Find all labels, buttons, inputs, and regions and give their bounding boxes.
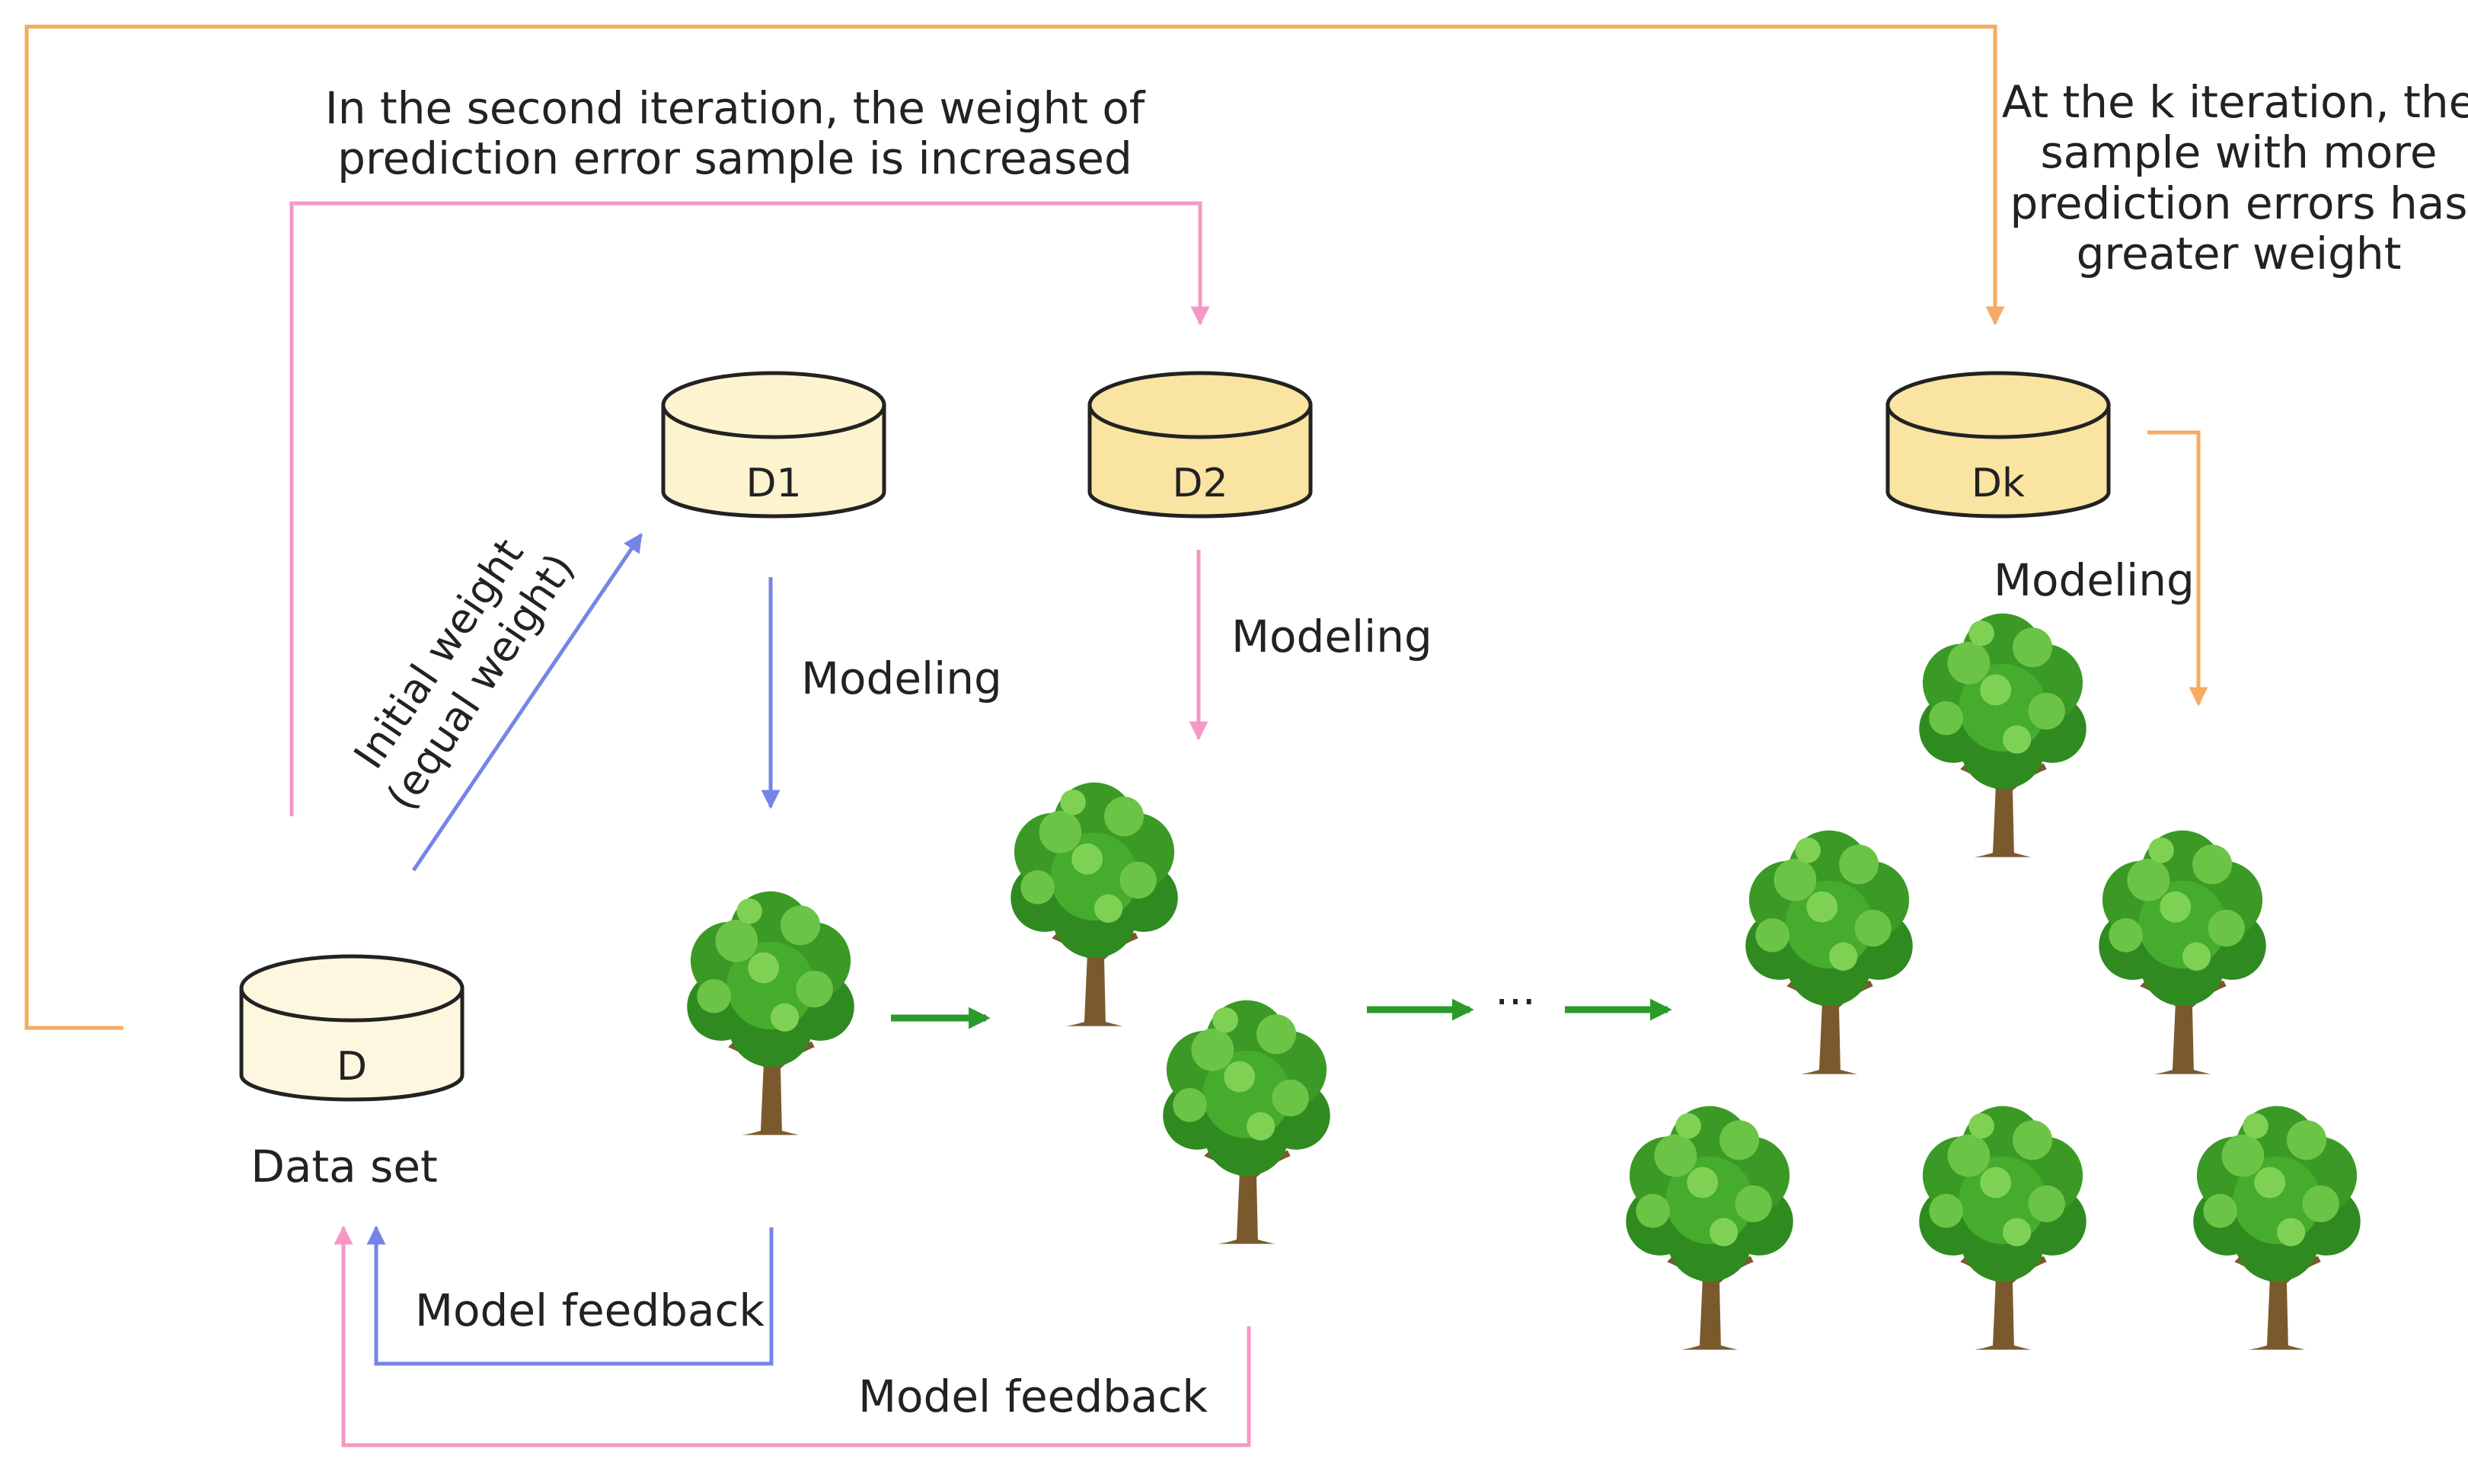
modeling-label-2: Modeling — [1231, 611, 1432, 662]
ellipsis-label: ··· — [1495, 978, 1535, 1027]
database-d2-label: D2 — [1172, 461, 1228, 506]
feedback-label-1: Model feedback — [415, 1285, 765, 1336]
tree-icon — [1745, 830, 1913, 1074]
kth-iteration-label-line1: At the k iteration, the — [2002, 76, 2468, 128]
database-d1-label: D1 — [746, 461, 801, 506]
tree-icon — [1163, 1000, 1330, 1244]
data-set-label: Data set — [251, 1141, 438, 1192]
kth-iteration-label-line4: greater weight — [2077, 228, 2402, 279]
second-iteration-label-line2: prediction error sample is increased — [337, 132, 1132, 184]
modeling-label-k: Modeling — [1994, 554, 2195, 606]
database-dk-label: Dk — [1972, 461, 2025, 506]
orange-dk-modeling-arrow — [2147, 430, 2208, 707]
pink-feedback-line — [334, 1225, 1251, 1447]
feedback-label-2: Model feedback — [858, 1371, 1208, 1422]
database-d-label: D — [337, 1044, 367, 1090]
initial-weight-label: Initial weight (equal weight) — [344, 530, 583, 819]
tree-icon — [1919, 1106, 2086, 1350]
database-d2: D2 — [1087, 371, 1313, 519]
tree-icon — [2193, 1106, 2361, 1350]
second-iteration-label-line1: In the second iteration, the weight of — [325, 82, 1146, 134]
tree-icon — [2099, 830, 2266, 1074]
tree-icon — [1626, 1106, 1793, 1350]
modeling-label-1: Modeling — [801, 653, 1002, 704]
tree-icon — [1011, 782, 1178, 1026]
tree-icon — [1919, 613, 2086, 857]
database-d1: D1 — [661, 371, 886, 519]
kth-iteration-label-line3: prediction errors has — [2010, 177, 2467, 229]
blue-feedback-line — [366, 1225, 774, 1366]
pink-iteration-line — [289, 201, 1210, 816]
orange-loop-line — [24, 24, 2005, 1030]
blue-initial-weight-arrow — [411, 532, 643, 872]
database-d: D — [239, 954, 465, 1102]
database-dk: Dk — [1885, 371, 2111, 519]
tree-icon — [687, 891, 854, 1135]
kth-iteration-label-line2: sample with more — [2040, 126, 2437, 178]
